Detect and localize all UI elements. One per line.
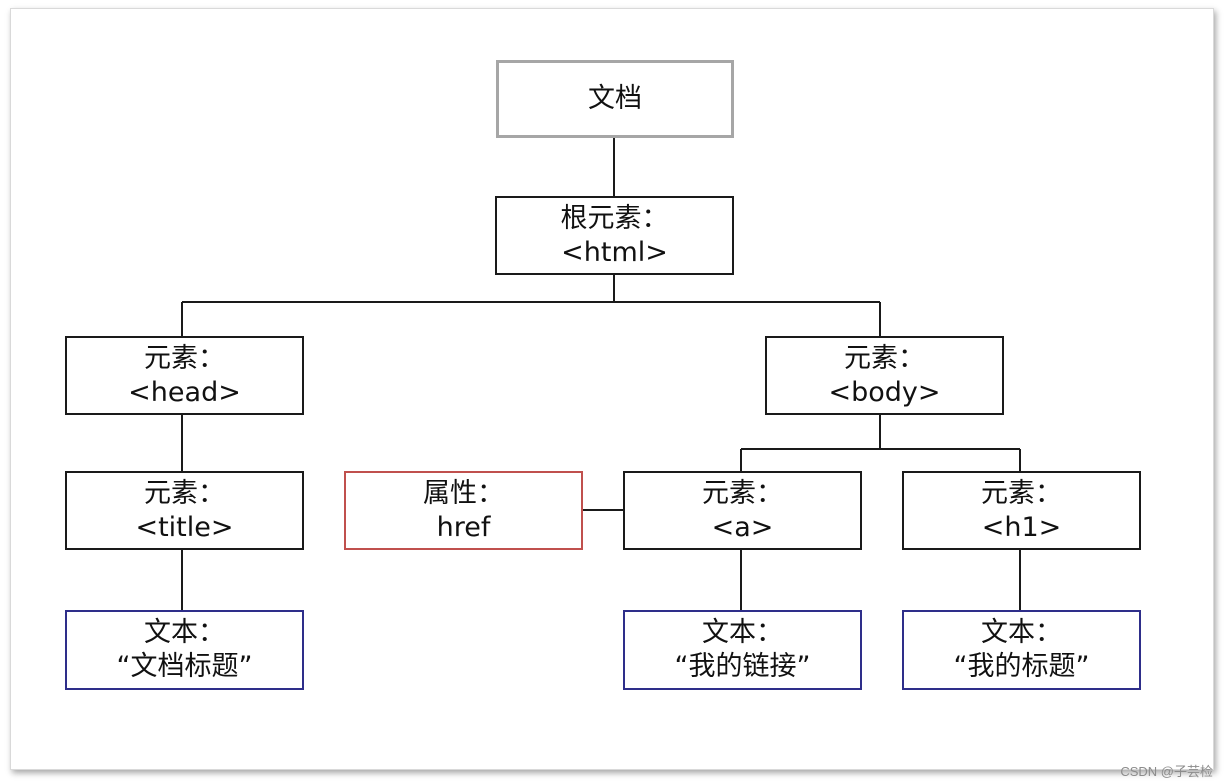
node-body-kind: 元素： <box>844 342 925 374</box>
node-head-tag: <head> <box>128 376 241 408</box>
node-text-h1-kind: 文本： <box>981 617 1062 648</box>
node-h1-kind: 元素： <box>981 477 1062 509</box>
node-head: 元素： <head> <box>65 336 304 415</box>
node-h1: 元素： <h1> <box>902 471 1141 550</box>
node-text-a-kind: 文本： <box>702 617 783 648</box>
node-href-kind: 属性： <box>423 477 504 509</box>
node-text-h1-value: “我的标题” <box>953 651 1090 682</box>
node-title-kind: 元素： <box>144 477 225 509</box>
node-h1-tag: <h1> <box>981 511 1062 543</box>
node-text-a-value: “我的链接” <box>674 651 811 682</box>
node-html-kind: 根元素： <box>560 202 669 234</box>
node-document: 文档 <box>496 60 734 138</box>
node-text-h1: 文本： “我的标题” <box>902 610 1141 690</box>
node-text-title-kind: 文本： <box>144 617 225 648</box>
node-head-kind: 元素： <box>144 342 225 374</box>
node-title-tag: <title> <box>135 511 234 543</box>
node-href-name: href <box>436 511 491 543</box>
node-html-tag: <html> <box>561 236 668 268</box>
watermark: CSDN @子芸检 <box>1120 764 1213 779</box>
node-href-attribute: 属性： href <box>344 471 583 550</box>
node-text-title-value: “文档标题” <box>116 651 253 682</box>
node-a: 元素： <a> <box>623 471 862 550</box>
node-body-tag: <body> <box>828 376 941 408</box>
node-body: 元素： <body> <box>765 336 1004 415</box>
node-a-kind: 元素： <box>702 477 783 509</box>
node-title: 元素： <title> <box>65 471 304 550</box>
node-a-tag: <a> <box>711 511 774 543</box>
node-html: 根元素： <html> <box>495 196 734 275</box>
node-document-label: 文档 <box>588 83 642 114</box>
node-text-title: 文本： “文档标题” <box>65 610 304 690</box>
node-text-a: 文本： “我的链接” <box>623 610 862 690</box>
